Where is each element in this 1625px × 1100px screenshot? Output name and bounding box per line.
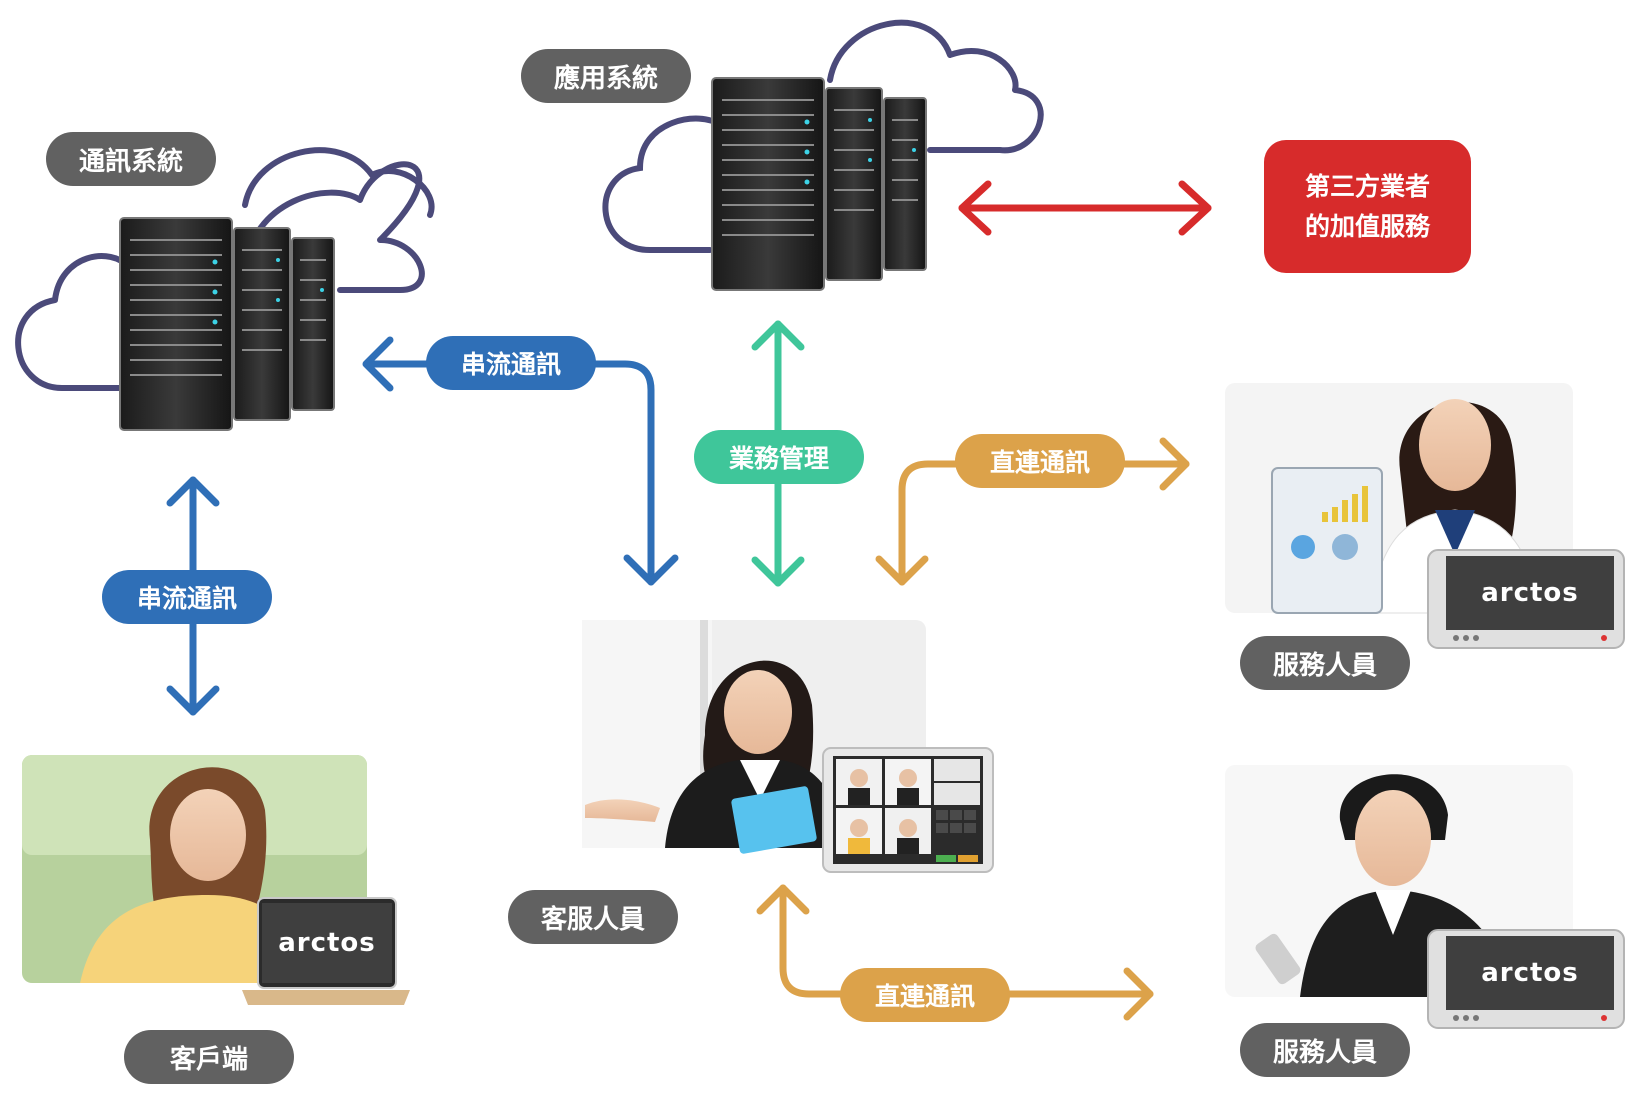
tablet-video-conference: [822, 747, 994, 873]
streaming-label-left: 串流通訊: [102, 570, 272, 624]
laptop-logo: arctos: [262, 903, 392, 983]
direct-label-bottom: 直連通訊: [840, 968, 1010, 1022]
staff-1-label: 服務人員: [1240, 636, 1410, 690]
streaming-arrow-top: [362, 336, 679, 586]
comm-system-label: 通訊系統: [46, 132, 216, 186]
phone-2-logo: arctos: [1446, 936, 1614, 1010]
app-system-cloud: [602, 19, 1044, 253]
staff-2-label: 服務人員: [1240, 1023, 1410, 1077]
third-party-box: 第三方業者 的加值服務: [1264, 140, 1471, 273]
app-system-label: 應用系統: [521, 49, 691, 103]
phone-1-logo: arctos: [1446, 556, 1614, 630]
direct-arrow-top: [875, 437, 1190, 586]
business-mgmt-label: 業務管理: [694, 430, 864, 484]
direct-label-top: 直連通訊: [955, 434, 1125, 488]
third-party-line-2: 的加值服務: [1304, 211, 1430, 241]
customer-service-label: 客服人員: [508, 890, 678, 944]
app-system-server-rack: [711, 77, 927, 291]
client-label: 客戶端: [124, 1030, 294, 1084]
third-party-line-1: 第三方業者: [1304, 171, 1430, 201]
comm-system-server-rack: [119, 217, 335, 431]
streaming-label-top: 串流通訊: [426, 336, 596, 390]
direct-arrow-bottom: [756, 884, 1154, 1021]
third-party-arrow: [958, 180, 1212, 236]
